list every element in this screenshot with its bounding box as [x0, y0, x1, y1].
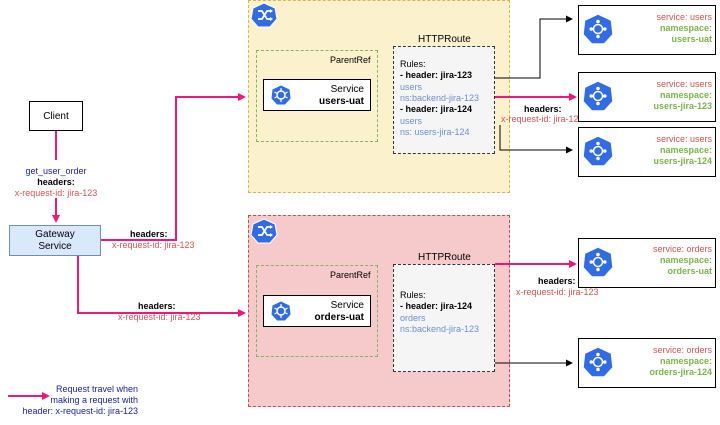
- rule-service-users-1: users: [400, 82, 423, 92]
- target-5-ns-label: namespace:: [659, 356, 712, 366]
- parentref-box-lower: [256, 265, 378, 357]
- kubernetes-icon-orders-uat: [271, 301, 291, 326]
- rule-header-jira-124: - header: jira-124: [400, 104, 473, 114]
- kubernetes-icon-target-2: [583, 81, 613, 116]
- gateway-label-2: Service: [38, 241, 72, 252]
- target-3-service: service: users: [656, 134, 712, 144]
- upper-out-headers-label: headers:: [524, 104, 562, 114]
- service-box-orders-uat[interactable]: [263, 295, 371, 327]
- lower-out-headers-label: headers:: [538, 276, 576, 286]
- parentref-label-upper: ParentRef: [330, 55, 371, 65]
- client-box[interactable]: [29, 101, 83, 131]
- parentref-label-lower: ParentRef: [330, 270, 371, 280]
- target-4-service: service: orders: [652, 244, 712, 254]
- gateway-icon-lower: [250, 218, 278, 249]
- legend-line-1: Request travel when: [55, 384, 138, 394]
- rule-header-jira-123: - header: jira-123: [400, 70, 473, 80]
- httproute-box-lower[interactable]: [393, 264, 495, 372]
- target-2-service: service: users: [656, 79, 712, 89]
- rule-namespace-orders: ns:backend-jira-123: [400, 324, 480, 334]
- target-3-ns: users-jira-124: [653, 156, 712, 166]
- rules-title-lower: Rules:: [400, 290, 426, 300]
- rule-header-jira-124-orders: - header: jira-124: [400, 301, 473, 311]
- target-4-ns-label: namespace:: [659, 255, 712, 265]
- target-2-ns-label: namespace:: [659, 90, 712, 100]
- service-name-users-uat: users-uat: [318, 96, 364, 107]
- lower-link-headers-label: headers:: [138, 301, 176, 311]
- rules-title-upper: Rules:: [400, 59, 426, 69]
- lower-out-header-value: x-request-id: jira-123: [516, 287, 599, 297]
- rule-namespace-1: ns:backend-jira-123: [400, 93, 480, 103]
- upper-out-header-value: x-request-id: jira-123: [501, 114, 584, 124]
- gateway-label-1: Gateway: [35, 229, 75, 240]
- service-label-orders-uat: Service: [330, 300, 364, 311]
- rule-service-orders: orders: [400, 313, 426, 323]
- target-2-ns: users-jira-123: [653, 101, 712, 111]
- target-5-ns: orders-jira-124: [649, 367, 712, 377]
- target-4-ns: orders-uat: [667, 266, 712, 276]
- httproute-box-upper[interactable]: [393, 46, 495, 154]
- target-1-ns: users-uat: [671, 34, 712, 44]
- gateway-icon-upper: [250, 2, 278, 33]
- target-5-service: service: orders: [652, 345, 712, 355]
- kubernetes-icon-target-1: [583, 14, 613, 49]
- lower-link-header-value: x-request-id: jira-123: [118, 312, 201, 322]
- rule-service-users-2: users: [400, 116, 423, 126]
- request-path: get_user_order: [25, 166, 87, 176]
- upper-link-headers-label: headers:: [130, 229, 168, 239]
- target-3-ns-label: namespace:: [659, 145, 712, 155]
- service-label-users-uat: Service: [330, 84, 364, 95]
- gateway-service-box[interactable]: [9, 225, 101, 256]
- rule-namespace-2: ns: users-jira-124: [400, 127, 470, 137]
- parentref-box-upper: [256, 50, 378, 142]
- kubernetes-icon-target-4: [583, 247, 613, 282]
- legend-line-3: header: x-request-id: jira-123: [22, 406, 138, 416]
- service-name-orders-uat: orders-uat: [314, 312, 364, 323]
- target-1-service: service: users: [656, 12, 712, 22]
- client-headers-label: headers:: [37, 177, 75, 187]
- target-1-ns-label: namespace:: [659, 23, 712, 33]
- kubernetes-icon-target-3: [583, 136, 613, 171]
- httproute-title-upper: HTTPRoute: [418, 34, 471, 45]
- client-label: Client: [43, 111, 69, 122]
- upper-link-header-value: x-request-id: jira-123: [112, 240, 195, 250]
- client-header-value: x-request-id: jira-123: [14, 188, 98, 198]
- kubernetes-icon-users-uat: [271, 85, 291, 110]
- httproute-title-lower: HTTPRoute: [418, 252, 471, 263]
- kubernetes-icon-target-5: [583, 347, 613, 382]
- legend-line-2: making a request with: [50, 395, 138, 405]
